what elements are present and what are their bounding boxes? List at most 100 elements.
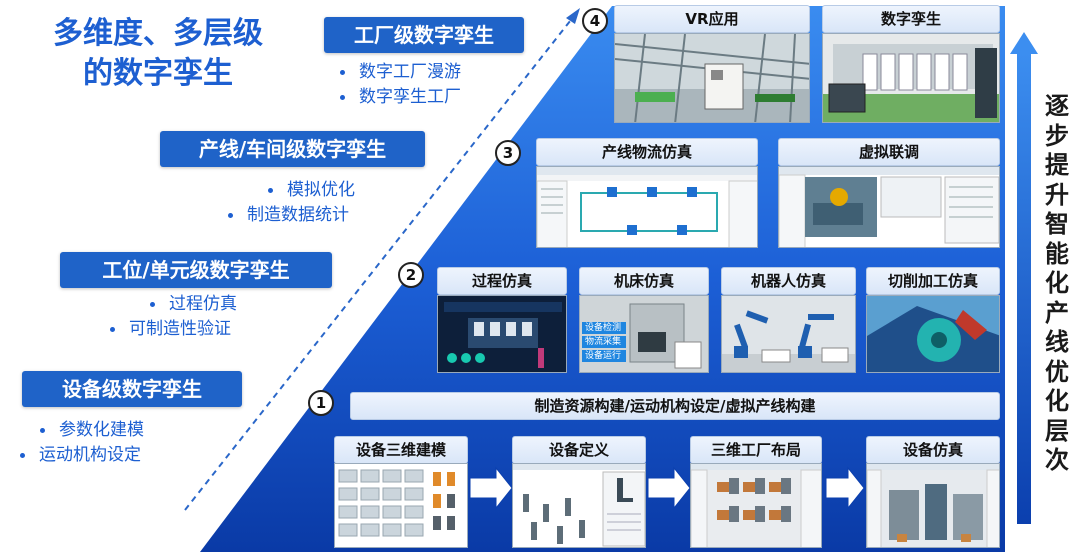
machine-status-menu: 设备检测 物流采集 设备运行 xyxy=(582,322,626,362)
bullet-item: 数字工厂漫游 xyxy=(340,60,461,85)
flow-arrow-3 xyxy=(825,466,865,510)
up-arrow-shaft xyxy=(1017,52,1031,524)
bullet-dot xyxy=(40,428,45,433)
vertical-char: 线 xyxy=(1045,328,1069,356)
bullet-dot xyxy=(228,213,233,218)
tier1-banner: 制造资源构建/运动机构设定/虚拟产线构建 xyxy=(350,392,1000,420)
up-arrow-head xyxy=(1010,32,1038,54)
device-definition-image xyxy=(513,464,645,547)
card-title-digital-twin: 数字孪生 xyxy=(822,5,1000,33)
factory-layout-image xyxy=(691,464,821,547)
right-vertical-label: 逐 步 提 升 智 能 化 产 线 优 化 层 次 xyxy=(1042,92,1072,476)
device-sim-image xyxy=(867,464,999,547)
card-title-machine-tool-sim: 机床仿真 xyxy=(579,267,709,295)
bullet-dot xyxy=(150,302,155,307)
step-number-2: 2 xyxy=(398,262,424,288)
virtual-commissioning-image xyxy=(779,167,999,247)
screenshot-3d-modeling xyxy=(334,463,468,548)
step-number-1: 1 xyxy=(308,390,334,416)
card-title-vr: VR应用 xyxy=(614,5,810,33)
bullet-item: 过程仿真 xyxy=(150,292,237,317)
level-label-line: 产线/车间级数字孪生 xyxy=(160,131,425,167)
card-title-factory-layout: 三维工厂布局 xyxy=(690,436,822,464)
card-title-3d-modeling: 设备三维建模 xyxy=(334,436,468,464)
bullet-text: 制造数据统计 xyxy=(247,205,349,225)
screenshot-device-sim xyxy=(866,463,1000,548)
vertical-char: 化 xyxy=(1045,269,1069,297)
level-label-factory: 工厂级数字孪生 xyxy=(324,17,524,53)
flow-arrow-1 xyxy=(469,466,513,510)
bullet-text: 数字孪生工厂 xyxy=(359,87,461,107)
bullet-text: 数字工厂漫游 xyxy=(359,62,461,82)
cutting-sim-image xyxy=(867,296,999,372)
vertical-char: 提 xyxy=(1045,151,1069,179)
screenshot-factory-layout xyxy=(690,463,822,548)
vr-factory-image xyxy=(615,34,809,122)
screenshot-vr xyxy=(614,33,810,123)
bullet-item: 制造数据统计 xyxy=(228,203,355,228)
bullet-item: 可制造性验证 xyxy=(110,317,237,342)
screenshot-process-sim xyxy=(437,295,567,373)
step-number-4: 4 xyxy=(582,8,608,34)
logistics-image xyxy=(537,167,757,247)
process-sim-image xyxy=(438,296,566,372)
vertical-char: 次 xyxy=(1045,446,1069,474)
bullet-item: 参数化建模 xyxy=(40,418,144,443)
screenshot-virtual-commissioning xyxy=(778,166,1000,248)
screenshot-digital-twin xyxy=(822,33,1000,123)
screenshot-machine-tool-sim: 设备检测 物流采集 设备运行 xyxy=(579,295,709,373)
title-line-2: 的数字孪生 xyxy=(83,56,233,91)
flow-arrow-2 xyxy=(647,466,691,510)
bullet-text: 模拟优化 xyxy=(287,180,355,200)
card-title-cutting-sim: 切削加工仿真 xyxy=(866,267,1000,295)
vertical-char: 智 xyxy=(1045,210,1069,238)
menu-item-inspection[interactable]: 设备检测 xyxy=(582,322,626,334)
page-title: 多维度、多层级 的数字孪生 xyxy=(28,14,288,94)
vertical-char: 升 xyxy=(1045,180,1069,209)
bullet-dot xyxy=(340,70,345,75)
bullet-dot xyxy=(340,95,345,100)
3d-modeling-image xyxy=(335,464,467,547)
menu-item-running[interactable]: 设备运行 xyxy=(582,350,626,362)
screenshot-robot-sim xyxy=(721,295,856,373)
vertical-char: 化 xyxy=(1045,387,1069,415)
card-title-robot-sim: 机器人仿真 xyxy=(721,267,856,295)
step-number-3: 3 xyxy=(495,140,521,166)
level-bullets-line: 模拟优化 制造数据统计 xyxy=(228,178,355,228)
level-label-device: 设备级数字孪生 xyxy=(22,371,242,407)
bullet-dot xyxy=(110,327,115,332)
card-title-virtual-commissioning: 虚拟联调 xyxy=(778,138,1000,166)
bullet-dot xyxy=(20,453,25,458)
level-bullets-factory: 数字工厂漫游 数字孪生工厂 xyxy=(340,60,461,110)
level-label-station: 工位/单元级数字孪生 xyxy=(60,252,332,288)
card-title-device-definition: 设备定义 xyxy=(512,436,646,464)
bullet-item: 模拟优化 xyxy=(268,178,355,203)
bullet-dot xyxy=(268,188,273,193)
vertical-char: 产 xyxy=(1045,298,1069,327)
level-bullets-device: 参数化建模 运动机构设定 xyxy=(20,418,144,468)
title-line-1: 多维度、多层级 xyxy=(53,16,263,51)
screenshot-device-definition xyxy=(512,463,646,548)
dashed-arrow-head xyxy=(566,8,580,24)
screenshot-logistics xyxy=(536,166,758,248)
dashed-diagonal-arrow xyxy=(184,15,575,511)
bullet-text: 过程仿真 xyxy=(169,294,237,314)
bullet-item: 运动机构设定 xyxy=(20,443,144,468)
bullet-text: 运动机构设定 xyxy=(39,445,141,465)
menu-item-logistics[interactable]: 物流采集 xyxy=(582,336,626,348)
screenshot-cutting-sim xyxy=(866,295,1000,373)
vertical-char: 优 xyxy=(1045,357,1069,386)
card-title-process-sim: 过程仿真 xyxy=(437,267,567,295)
level-bullets-station: 过程仿真 可制造性验证 xyxy=(110,292,237,342)
bullet-text: 可制造性验证 xyxy=(129,319,231,339)
vertical-char: 逐 xyxy=(1045,92,1069,120)
robot-sim-image xyxy=(722,296,855,372)
card-title-logistics: 产线物流仿真 xyxy=(536,138,758,166)
vertical-char: 步 xyxy=(1045,121,1069,150)
bullet-text: 参数化建模 xyxy=(59,420,144,440)
card-title-device-sim: 设备仿真 xyxy=(866,436,1000,464)
bullet-item: 数字孪生工厂 xyxy=(340,85,461,110)
vertical-char: 能 xyxy=(1045,239,1069,268)
vertical-char: 层 xyxy=(1045,416,1069,445)
digital-twin-image xyxy=(823,34,999,122)
